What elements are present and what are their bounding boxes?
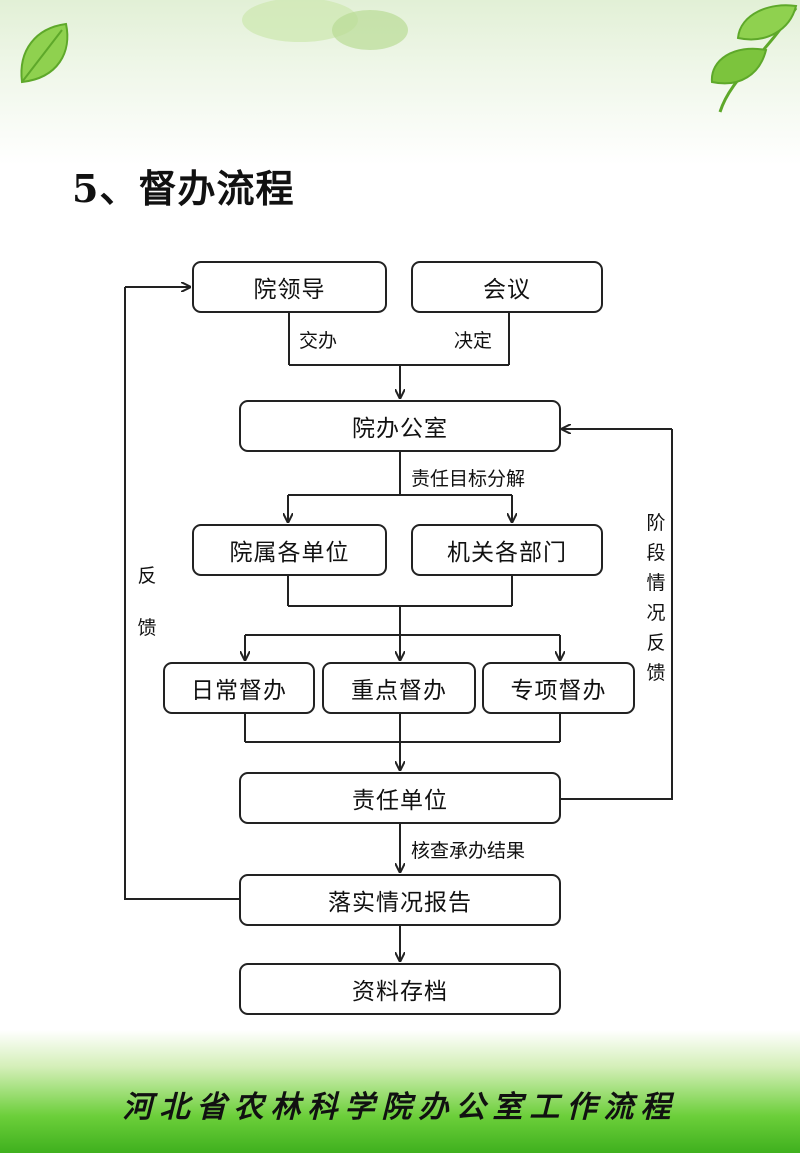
- node-routine-supervision: 日常督办: [163, 662, 315, 714]
- node-office: 院办公室: [239, 400, 561, 452]
- label-feedback: 反馈: [137, 565, 157, 639]
- node-key-supervision: 重点督办: [322, 662, 476, 714]
- node-dept-organs: 机关各部门: [411, 524, 603, 576]
- node-affiliated-units: 院属各单位: [192, 524, 387, 576]
- page-title: 5、督办流程: [72, 166, 295, 211]
- footer-title: 河北省农林科学院办公室工作流程: [122, 1090, 678, 1125]
- node-leadership: 院领导: [192, 261, 387, 313]
- node-archive: 资料存档: [239, 963, 561, 1015]
- label-stage-feedback: 阶段情况反馈: [646, 512, 666, 684]
- leaf-icon-right: [710, 4, 798, 113]
- flow-connectors: [124, 0, 673, 1030]
- leaf-icon-left: [20, 22, 69, 84]
- node-responsible-unit: 责任单位: [239, 772, 561, 824]
- label-decompose: 责任目标分解: [411, 468, 526, 490]
- node-meeting: 会议: [411, 261, 603, 313]
- footer-background: [0, 1030, 800, 1153]
- leaf-icon-top: [242, 0, 408, 50]
- label-decide: 决定: [454, 330, 493, 352]
- label-verify: 核查承办结果: [411, 840, 526, 862]
- node-report: 落实情况报告: [239, 874, 561, 926]
- node-special-supervision: 专项督办: [482, 662, 635, 714]
- label-assign: 交办: [299, 330, 338, 352]
